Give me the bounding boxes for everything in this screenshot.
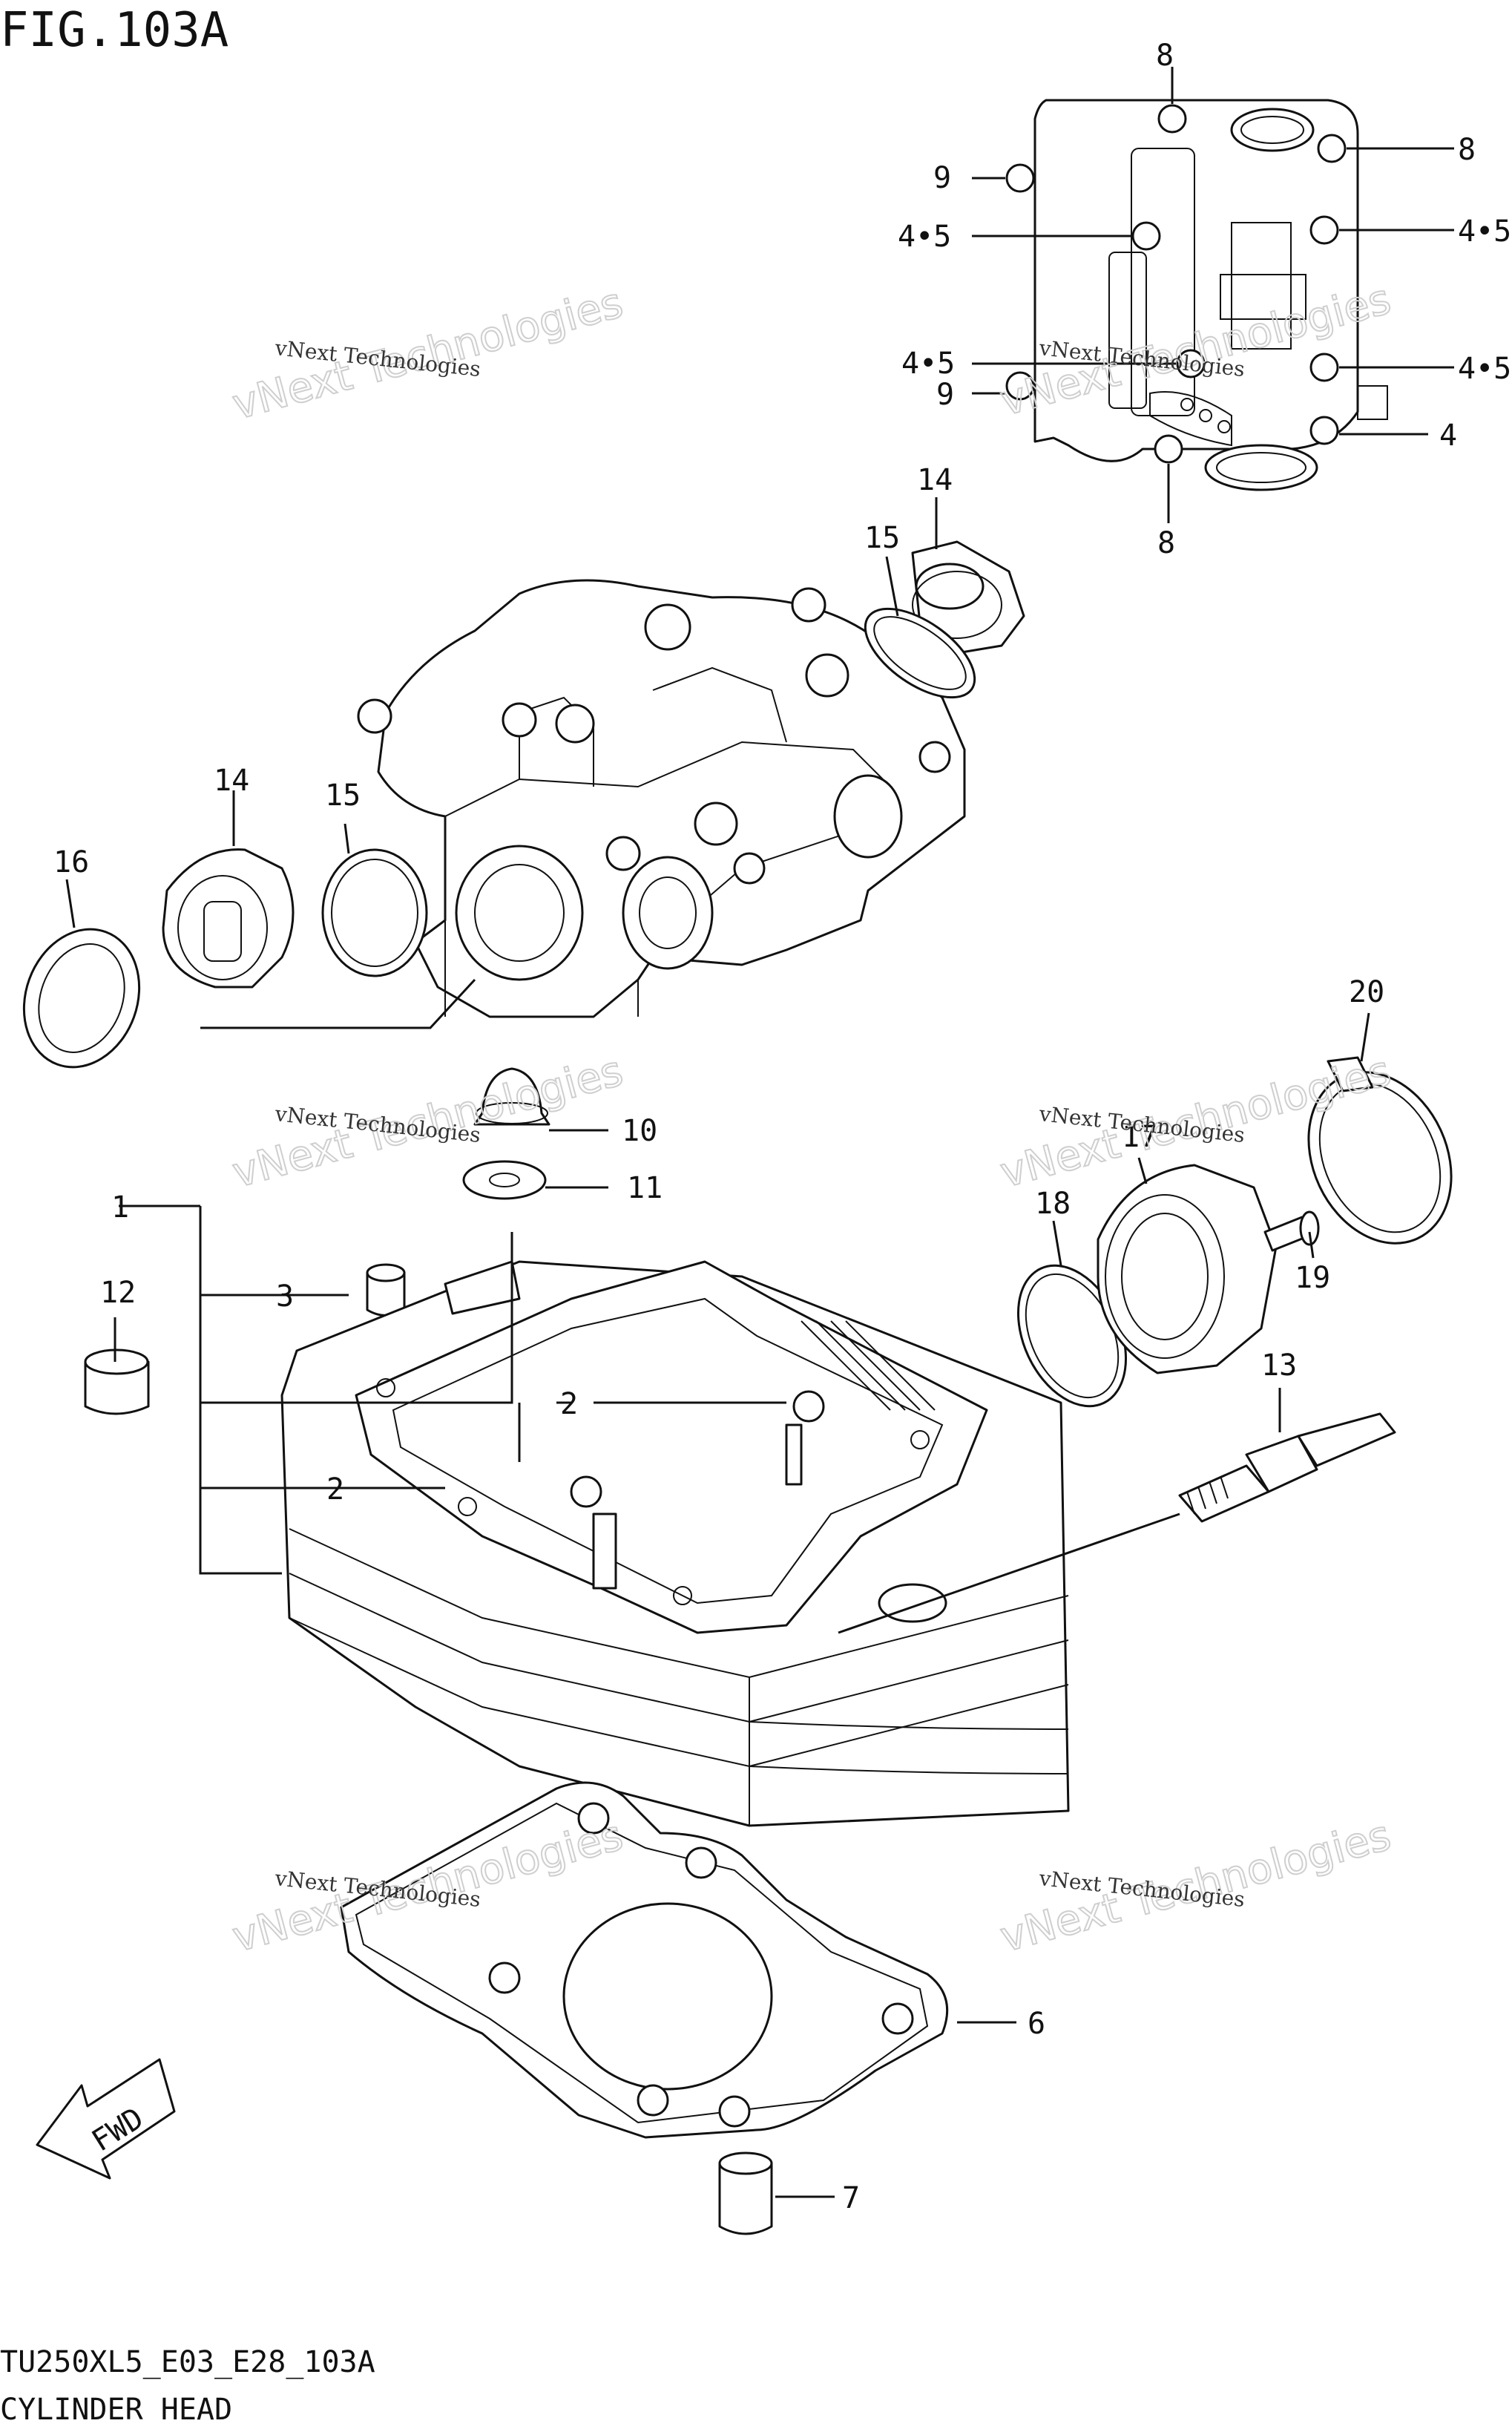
callout-4-5-a: 4•5 — [898, 220, 951, 254]
callout-3: 3 — [276, 1279, 294, 1314]
callout-13: 13 — [1261, 1348, 1297, 1383]
leader-lines — [65, 67, 1454, 2198]
cylinder-head-lower[interactable] — [280, 1260, 1070, 1827]
dowel-pin-12[interactable] — [84, 1348, 150, 1415]
o-ring-15-left[interactable] — [321, 848, 428, 977]
callout-14-left: 14 — [214, 764, 249, 798]
intake-pipe-17[interactable] — [1097, 1164, 1278, 1374]
callout-9-upper: 9 — [933, 161, 951, 195]
callout-11: 11 — [627, 1171, 663, 1205]
callout-16: 16 — [53, 845, 89, 879]
callout-2-upper: 2 — [560, 1387, 578, 1421]
o-ring-15-upper[interactable] — [850, 591, 989, 715]
callout-20: 20 — [1349, 975, 1384, 1009]
callout-14-upper: 14 — [917, 463, 953, 497]
cap-nut-10[interactable] — [473, 1067, 550, 1126]
callout-7: 7 — [842, 2181, 860, 2215]
callout-6: 6 — [1028, 2007, 1045, 2041]
callouts: 8 8 9 4•5 4•5 4•5 4•5 9 4 8 14 15 14 15 … — [53, 39, 1511, 2215]
callout-9-lower: 9 — [936, 378, 954, 412]
clamp-20[interactable] — [1282, 1049, 1479, 1267]
callout-4-5-b: 4•5 — [1458, 214, 1511, 249]
cylinder-head-upper[interactable] — [357, 579, 966, 1018]
plug-14-left[interactable] — [162, 848, 295, 989]
callout-4-5-d: 4•5 — [1458, 352, 1511, 386]
callout-4: 4 — [1439, 419, 1457, 453]
fwd-arrow: FWD — [36, 2058, 176, 2180]
figure-name: CYLINDER HEAD — [0, 2393, 232, 2427]
figure-title: FIG.103A — [0, 3, 229, 58]
dowel-pin-3[interactable] — [366, 1263, 406, 1317]
bolt-19[interactable] — [1263, 1210, 1320, 1252]
callout-8-bottom: 8 — [1157, 526, 1175, 560]
callout-4-5-c: 4•5 — [901, 347, 955, 381]
callout-19: 19 — [1295, 1261, 1330, 1295]
callout-8-top: 8 — [1156, 39, 1174, 73]
callout-17: 17 — [1122, 1120, 1157, 1154]
figure-code: TU250XL5_E03_E28_103A — [0, 2345, 375, 2379]
cap-16[interactable] — [5, 913, 158, 1084]
dowel-pin-7[interactable] — [718, 2151, 773, 2235]
callout-18: 18 — [1035, 1187, 1071, 1221]
gasket-6[interactable] — [340, 1781, 949, 2139]
callout-1: 1 — [111, 1190, 129, 1225]
head-cover[interactable] — [1005, 99, 1388, 491]
callout-2-lower: 2 — [326, 1472, 344, 1507]
callout-15-upper: 15 — [864, 521, 900, 555]
callout-8-right: 8 — [1458, 133, 1476, 167]
spark-plug-13[interactable] — [1178, 1412, 1396, 1523]
washer-11[interactable] — [462, 1160, 547, 1200]
callout-12: 12 — [100, 1276, 136, 1310]
callout-15-left: 15 — [325, 779, 361, 813]
callout-10: 10 — [622, 1114, 657, 1148]
